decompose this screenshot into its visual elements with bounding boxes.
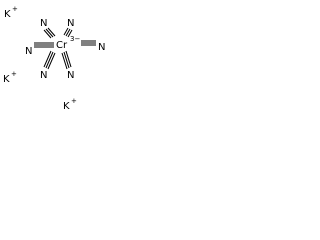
counterion-3-charge: +: [71, 97, 77, 105]
ligand-n-right: N: [98, 42, 105, 53]
bond-top-left: [43, 27, 56, 39]
structure-svg: K + K + K + N N N N N N Cr 3−: [3, 5, 105, 112]
counterion-1: K +: [4, 5, 18, 20]
ligand-n-left: N: [25, 46, 32, 57]
ligand-n-top-left: N: [40, 18, 47, 29]
bond-bottom-right: [61, 50, 72, 70]
bond-right: [81, 40, 96, 46]
counterion-3: K +: [63, 97, 77, 112]
counterion-1-element: K: [4, 9, 11, 20]
bond-left: [34, 42, 54, 48]
ligand-n-bottom-right: N: [67, 70, 74, 81]
ligand-n-top-right: N: [67, 18, 74, 29]
counterion-1-charge: +: [12, 5, 18, 13]
central-atom-element: Cr: [56, 40, 68, 51]
counterion-3-element: K: [63, 101, 70, 112]
counterion-2: K +: [3, 70, 17, 85]
central-atom-charge: 3−: [70, 35, 80, 43]
bond-top-right: [63, 27, 73, 38]
ligand-n-bottom-left: N: [40, 70, 47, 81]
counterion-2-element: K: [3, 74, 10, 85]
counterion-2-charge: +: [11, 70, 17, 78]
chemical-structure: K + K + K + N N N N N N Cr 3−: [0, 0, 111, 117]
bond-bottom-left: [43, 50, 56, 70]
central-atom: Cr 3−: [56, 35, 80, 51]
